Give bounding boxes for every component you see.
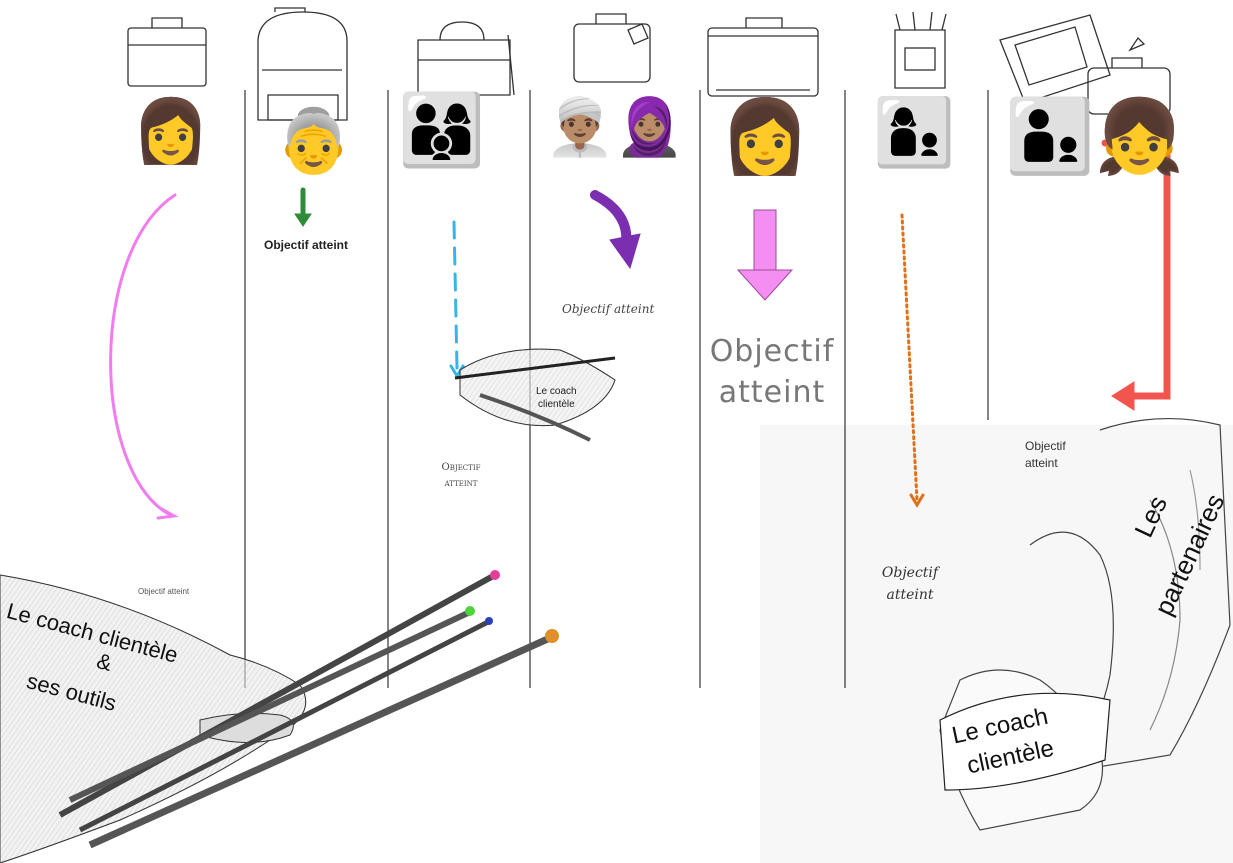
mother-child-emoji: 👩‍👦	[873, 100, 955, 166]
father-children-emoji: 👨‍👦‍👧	[1005, 100, 1184, 172]
goal-label-col6: Objectif atteint	[870, 562, 950, 607]
travel-backpack-icon	[895, 12, 946, 88]
arrow-col7	[1105, 143, 1167, 396]
person-redhead-emoji: 👩	[720, 100, 810, 172]
goal-label-col5: Objectif atteint	[697, 332, 847, 413]
arrow-col3	[454, 222, 457, 368]
person-grandmother-emoji: 👵	[275, 110, 352, 172]
couple-emoji: 👳🏽‍♂️🧕🏽	[545, 100, 684, 156]
hand-pen-sketch	[455, 349, 615, 440]
pen-label-line2: clientèle	[538, 399, 575, 411]
goal-label-col1: Objectif atteint	[138, 587, 189, 596]
arrow-col1	[111, 195, 175, 515]
arrow-col5	[754, 210, 776, 272]
goal-label-col3: Objectif atteint	[426, 460, 496, 492]
person-woman-emoji: 👩	[132, 100, 209, 162]
goal-label-col2: Objectif atteint	[264, 238, 348, 252]
goal-label-col4: Objectif atteint	[562, 302, 654, 316]
pen-label-line1: Le coach	[536, 386, 577, 398]
family-emoji: 👨‍👩‍👦	[398, 95, 485, 165]
briefcase-icon	[128, 18, 206, 86]
goal-label-col7: Objectif atteint	[1025, 438, 1095, 472]
suitcase-icon	[708, 18, 818, 96]
satchel-icon	[418, 22, 514, 95]
suitcase-tag-icon	[574, 14, 650, 82]
hand-brushes-sketch	[0, 570, 559, 863]
